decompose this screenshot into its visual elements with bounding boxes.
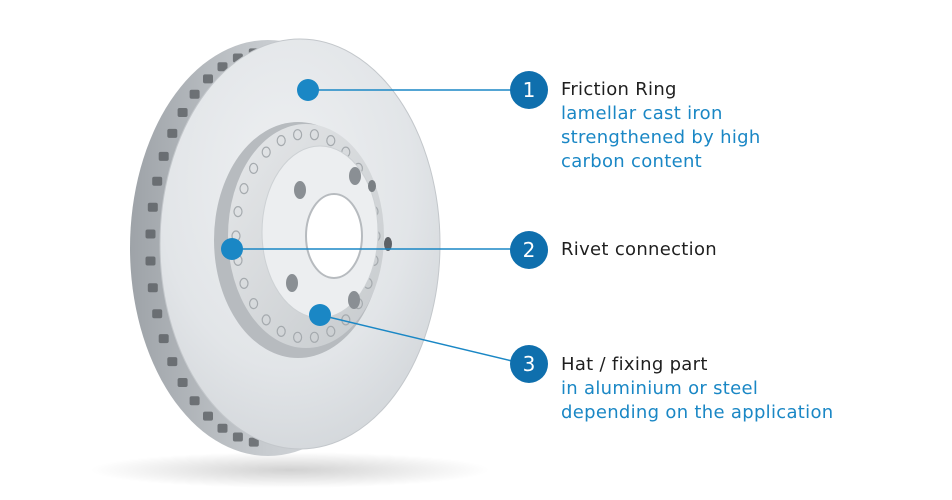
cooling-vent xyxy=(217,423,228,433)
callout-detail-line: strengthened by high xyxy=(561,127,761,148)
cooling-vent xyxy=(145,229,156,239)
callout-detail-line: lamellar cast iron xyxy=(561,103,723,124)
rivet xyxy=(261,314,271,326)
cooling-vent xyxy=(167,357,178,367)
bolt-hole xyxy=(349,167,361,185)
callout-hat-fixing-part: Hat / fixing part in aluminium or steel … xyxy=(561,353,834,425)
rivet xyxy=(293,129,303,141)
cooling-vent xyxy=(217,62,228,72)
callout-number-badge-2: 2 xyxy=(510,231,548,269)
callout-detail-line: in aluminium or steel xyxy=(561,378,759,399)
callout-friction-ring: Friction Ring lamellar cast iron strengt… xyxy=(561,78,761,174)
cooling-vent xyxy=(158,334,169,344)
cooling-vent xyxy=(177,108,188,117)
cooling-vent xyxy=(152,309,163,319)
rivet xyxy=(239,183,249,195)
callout-title-1: Friction Ring xyxy=(561,79,677,100)
hat-marker xyxy=(309,304,331,326)
cooling-vent xyxy=(167,128,178,138)
bolt-hole xyxy=(294,181,306,199)
disc-ground-shadow xyxy=(90,452,490,488)
cooling-vent xyxy=(158,151,169,161)
callout-number-badge-1: 1 xyxy=(510,71,548,109)
rivet xyxy=(233,206,243,218)
rivet xyxy=(249,298,259,310)
bolt-hole xyxy=(348,291,360,309)
cooling-vent xyxy=(189,396,200,406)
rivet xyxy=(326,135,336,147)
cooling-vent xyxy=(147,202,158,212)
cooling-vent xyxy=(248,437,259,447)
callout-title-3: Hat / fixing part xyxy=(561,354,708,375)
bolt-hole xyxy=(384,237,392,251)
rivet xyxy=(293,331,303,343)
rivet-connection-marker xyxy=(221,238,243,260)
center-bore xyxy=(305,193,363,279)
cooling-vent xyxy=(147,283,158,293)
callout-detail-line: carbon content xyxy=(561,151,703,172)
rivet xyxy=(276,135,286,147)
rivet xyxy=(261,146,271,158)
callout-title-2: Rivet connection xyxy=(561,239,717,260)
cooling-vent xyxy=(189,89,200,99)
callout-detail-line: depending on the application xyxy=(561,402,834,423)
rivet xyxy=(326,325,336,337)
cooling-vent xyxy=(203,411,213,421)
hat-fixing-part xyxy=(214,122,392,358)
cooling-vent xyxy=(152,176,163,186)
rivet xyxy=(309,129,319,141)
cooling-vent xyxy=(232,432,243,442)
cooling-vent xyxy=(177,378,188,387)
cooling-vent xyxy=(203,74,213,84)
callout-rivet-connection: Rivet connection xyxy=(561,238,717,262)
callout-number-badge-3: 3 xyxy=(510,345,548,383)
bolt-hole xyxy=(368,180,376,192)
bolt-hole xyxy=(286,274,298,292)
rivet xyxy=(239,277,249,289)
rivet xyxy=(276,325,286,337)
rivet xyxy=(249,162,259,174)
leader-line-3 xyxy=(319,314,513,362)
rivet xyxy=(309,331,319,343)
friction-ring-marker xyxy=(297,79,319,101)
cooling-vent xyxy=(145,256,156,266)
cooling-vents xyxy=(145,48,259,447)
